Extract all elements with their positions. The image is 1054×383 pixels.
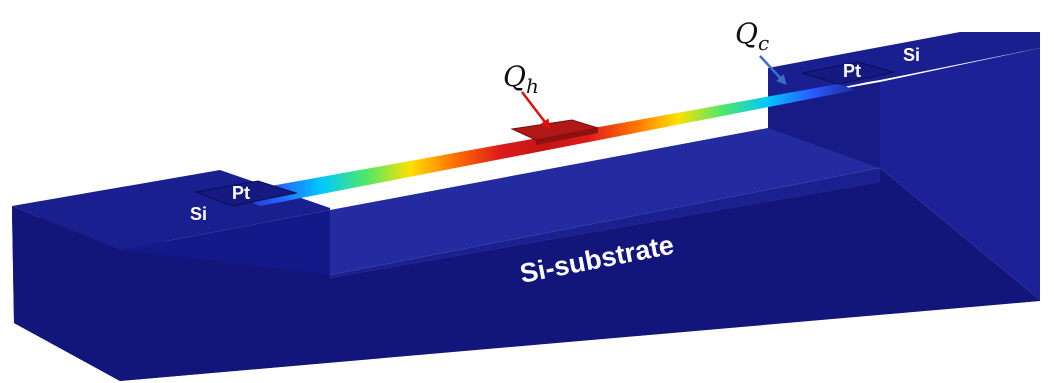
si-label-left: Si — [190, 204, 207, 224]
heater-pad-side — [536, 128, 598, 145]
right-block-side — [880, 48, 1040, 300]
qh-label-sub: h — [526, 74, 539, 98]
pt-label-right: Pt — [843, 61, 861, 81]
qc-arrow — [759, 55, 787, 85]
qh-label: Qh — [503, 60, 539, 98]
substrate-right-front — [120, 182, 1040, 381]
qc-label-main: Q — [735, 17, 758, 50]
left-block-front — [12, 206, 120, 381]
pt-pad-left — [194, 180, 298, 207]
cavity-back-wall — [330, 128, 882, 275]
qc-label: Qc — [735, 17, 769, 55]
qh-arrow — [521, 91, 551, 130]
qh-label-main: Q — [503, 60, 526, 93]
left-block-inner-wall — [120, 210, 330, 275]
right-block-inner-wall — [768, 82, 880, 168]
pt-label-left: Pt — [232, 183, 250, 203]
qc-label-sub: c — [758, 31, 769, 55]
si-label-right: Si — [903, 45, 920, 65]
suspended-beam — [232, 84, 856, 206]
cavity-floor — [330, 168, 880, 278]
pt-pad-right — [801, 61, 895, 85]
